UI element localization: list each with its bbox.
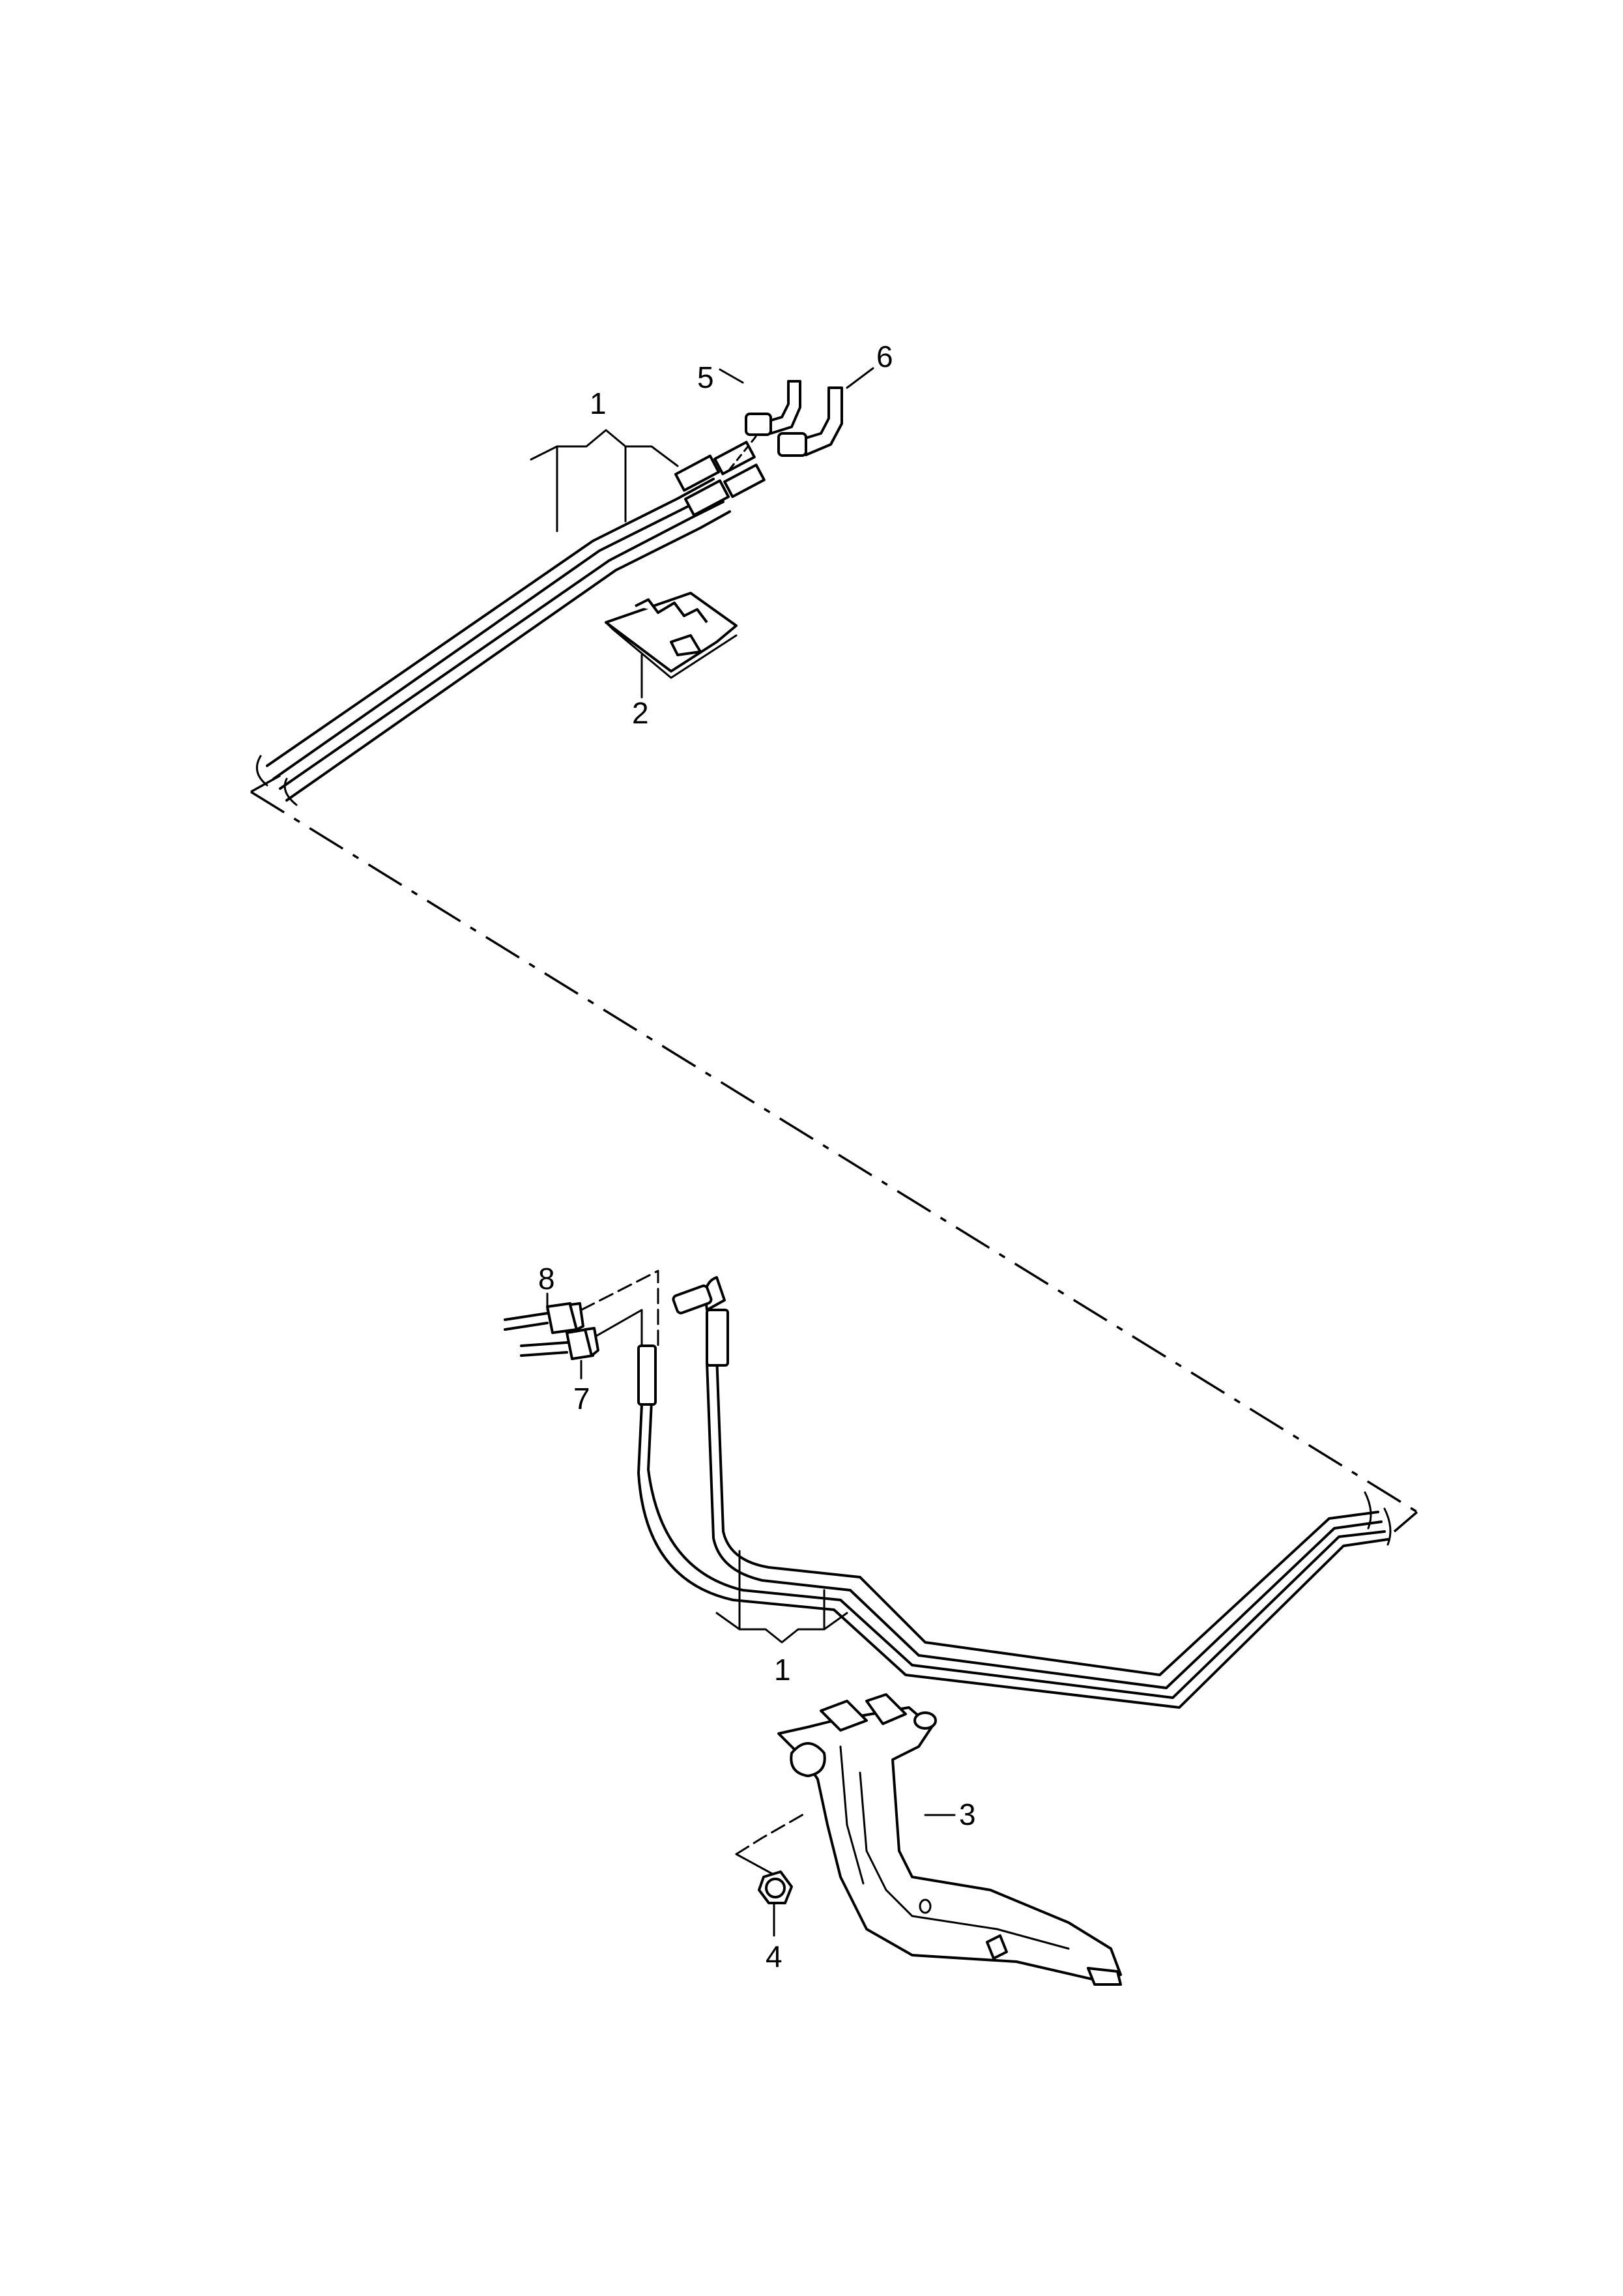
callout-6: 6	[876, 340, 893, 373]
callout-3: 3	[959, 1797, 976, 1831]
hose-connector-part-7	[520, 1309, 643, 1360]
connector-part-5	[728, 380, 801, 471]
connector-part-6	[777, 386, 843, 457]
callout-bracket-bottom	[715, 1550, 848, 1644]
bracket-part-3	[777, 1693, 1122, 1986]
callout-2: 2	[632, 696, 649, 730]
callout-leaders	[546, 367, 956, 1937]
callout-4: 4	[766, 1940, 783, 1973]
continuation-line	[250, 774, 1418, 1533]
callout-7: 7	[573, 1382, 590, 1416]
callout-bracket-top	[530, 429, 679, 532]
hose-connector-part-8	[504, 1270, 659, 1347]
callout-1-bottom: 1	[774, 1653, 791, 1687]
callout-1-top: 1	[590, 386, 607, 420]
pipe-assembly-bottom	[637, 1276, 1392, 1709]
callout-8: 8	[538, 1262, 555, 1296]
callout-5: 5	[697, 360, 714, 394]
pipe-assembly-top	[255, 441, 766, 806]
clip-part-2	[605, 592, 738, 692]
nut-part-4	[735, 1810, 809, 1904]
